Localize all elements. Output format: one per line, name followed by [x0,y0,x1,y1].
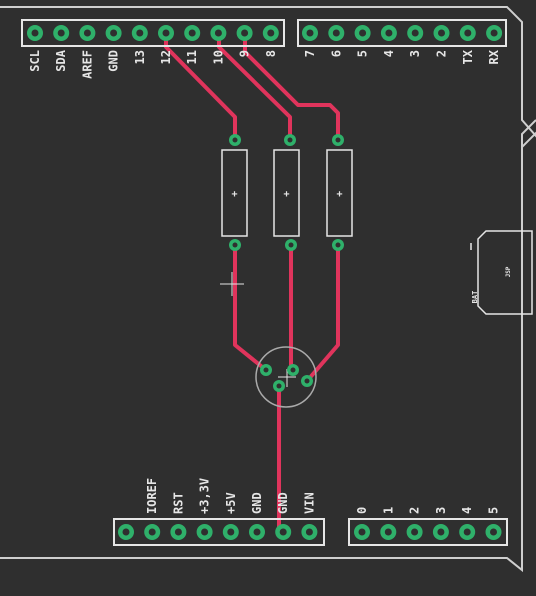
analog-pin-label-4: 4 [460,507,474,514]
power-pin-label-6: GND [276,492,290,514]
analog-pin-label-3: 3 [434,507,448,514]
power-pin-label-3: +3,3V [198,478,212,514]
analog-pin-label-1: 1 [381,507,395,514]
trace-r1-led [233,243,268,372]
top-right-pin-pad-3-hole [385,29,393,37]
resistor-r1[interactable]: + [221,134,248,251]
top-left-pin-label-7: 10 [211,50,225,64]
battery-connector-outer-label: BAT [471,291,479,304]
power-pin-pad-7-hole [305,528,313,536]
power-pin-label-7: VIN [302,492,316,514]
power-pin-pad-6-hole [279,528,287,536]
power-pin-pad-0-hole [122,528,130,536]
top-right-pin-pad-7-hole [490,29,498,37]
top-left-pin-pad-5-hole [162,29,170,37]
analog-pin-pad-3-hole [437,528,445,536]
top-left-pin-pad-8-hole [241,29,249,37]
top-right-pin-pad-1-hole [332,29,340,37]
header-top-right: 7 6 5 4 3 2 TX RX [297,19,507,64]
board-outline-right-notch [521,119,536,147]
top-left-pin-label-0: SCL [28,50,42,72]
analog-pin-pad-2-hole [411,528,419,536]
analog-pin-label-5: 5 [487,507,501,514]
header-bottom-power: IOREF RST +3,3V +5V GND GND VIN [113,478,325,546]
power-pin-pad-3-hole [201,528,209,536]
top-left-pin-label-5: 12 [159,50,173,64]
trace-pin12-r1 [164,31,237,142]
header-bottom-power-outline [113,518,325,546]
top-right-pin-label-7: RX [487,49,501,64]
power-pin-label-1: IOREF [145,478,159,514]
top-left-pin-pad-2-hole [83,29,91,37]
top-right-pin-pad-2-hole [359,29,367,37]
header-top-right-outline [297,19,507,47]
power-pin-pad-2-hole [174,528,182,536]
top-left-pin-label-4: 13 [133,50,147,64]
header-top-left: SCL SDA AREF GND 13 12 11 10 9 8 [21,19,285,79]
battery-connector-inner-label: JSP [505,266,512,277]
traces [164,31,340,535]
power-pin-label-5: GND [250,492,264,514]
top-left-pin-label-2: AREF [80,50,94,79]
power-pin-pad-4-hole [227,528,235,536]
header-bottom-analog-outline [348,518,508,546]
top-left-pin-label-3: GND [107,50,121,72]
top-left-pin-pad-7-hole [214,29,222,37]
top-right-pin-pad-5-hole [438,29,445,37]
trace-r3-led [305,243,340,383]
analog-pin-pad-4-hole [463,528,471,536]
power-pin-pad-1-hole [148,528,156,536]
power-pin-pad-5-hole [253,528,261,536]
top-right-pin-label-2: 5 [356,50,370,57]
trace-pin9-r3 [243,31,340,142]
top-right-pin-pad-4-hole [411,29,419,37]
top-left-pin-pad-3-hole [110,29,118,37]
top-left-pin-pad-4-hole [136,29,144,37]
top-right-pin-pad-0-hole [306,29,314,37]
resistor-r3-label: + [336,189,342,200]
top-right-pin-label-4: 3 [408,50,422,57]
top-left-pin-label-6: 11 [185,50,199,64]
resistor-r3[interactable]: + [326,134,353,251]
top-left-pin-label-1: SDA [54,49,68,71]
top-right-pin-label-3: 4 [382,50,396,57]
power-pin-label-2: RST [171,492,185,514]
top-left-pin-pad-9-hole [267,29,275,37]
top-right-pin-label-5: 2 [435,50,449,57]
origin-crosshair-icon [220,272,244,296]
top-left-pin-pad-1-hole [57,29,65,37]
board-outline [0,6,536,573]
top-right-pin-label-1: 6 [329,50,343,57]
top-right-pin-label-6: TX [461,49,475,64]
battery-connector[interactable]: JSP BAT [470,230,533,315]
header-top-left-outline [21,19,285,47]
top-right-pin-label-0: 7 [303,50,317,57]
analog-pin-pad-0-hole [358,528,366,536]
power-pin-label-4: +5V [224,492,238,514]
resistor-r2[interactable]: + [273,134,300,251]
analog-pin-pad-1-hole [384,528,392,536]
resistor-r2-label: + [283,189,289,200]
top-left-pin-pad-0-hole [31,29,39,37]
top-left-pin-label-9: 8 [264,50,278,57]
top-right-pin-pad-6-hole [464,29,472,37]
top-left-pin-pad-6-hole [188,29,196,37]
rgb-led-footprint-icon[interactable] [255,346,317,408]
analog-pin-label-0: 0 [355,507,369,514]
analog-pin-label-2: 2 [408,507,422,514]
resistor-r1-label: + [231,189,237,200]
header-bottom-analog: 0 1 2 3 4 5 [348,507,508,546]
analog-pin-pad-5-hole [490,528,497,536]
top-left-pin-label-8: 9 [238,50,252,57]
